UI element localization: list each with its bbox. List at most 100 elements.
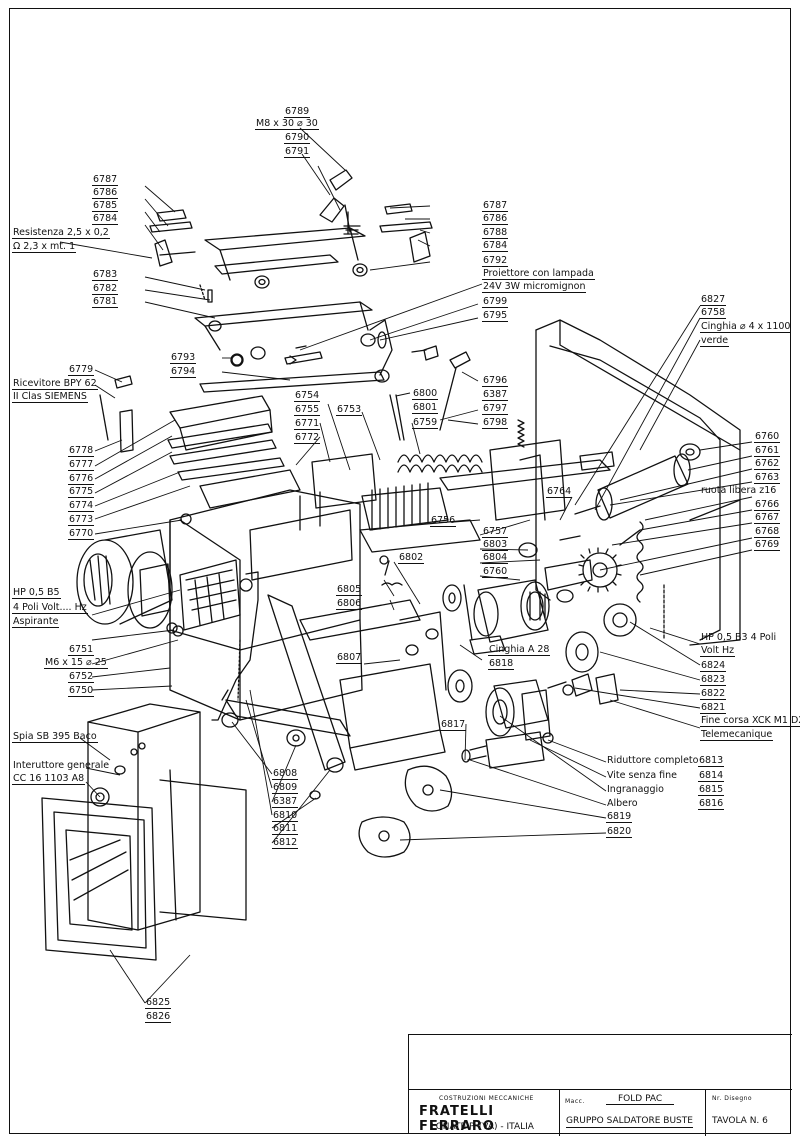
label-6778: 6778 [68, 445, 95, 457]
group-name: GRUPPO SALDATORE BUSTE [566, 1116, 693, 1128]
label-6776: 6776 [68, 473, 95, 485]
label-6813: 6813 [698, 755, 725, 767]
label-6784-right: 6784 [482, 240, 509, 252]
label-6794: 6794 [170, 366, 197, 378]
label-6815: 6815 [698, 784, 725, 796]
electrical-box-6825 [41, 703, 247, 961]
cam-levers-6808 [211, 571, 351, 800]
label-6785: 6785 [92, 200, 119, 212]
label-6762: 6762 [754, 458, 781, 470]
label-6800: 6800 [412, 388, 439, 400]
label-6805: 6805 [336, 584, 363, 596]
guides-6773-6778 [99, 375, 285, 481]
label-6787-right: 6787 [482, 200, 509, 212]
label-ingranaggio: Ingranaggio [607, 784, 664, 795]
label-6761: 6761 [754, 445, 781, 457]
label-6788: 6788 [482, 227, 509, 239]
table-number: TAVOLA N. 6 [712, 1116, 768, 1126]
label-6786-right: 6786 [482, 213, 509, 225]
label-6754: 6754 [294, 390, 321, 402]
label-6822: 6822 [700, 688, 727, 700]
label-aspirante: Aspirante [12, 616, 60, 628]
label-6757: 6757 [482, 526, 509, 538]
drawing-number-cell: Nr. Disegno TAVOLA N. 6 [705, 1090, 793, 1136]
label-m6x15: M6 x 15 ⌀ 25 [44, 657, 108, 669]
label-6781: 6781 [92, 296, 119, 308]
label-6795: 6795 [482, 310, 509, 322]
label-6796: 6796 [482, 375, 509, 387]
company-subtitle: COSTRUZIONI MECCANICHE [439, 1095, 534, 1102]
label-6387-bottom: 6387 [272, 796, 299, 808]
label-cinghia-4x1100: Cinghia ⌀ 4 x 1100 [700, 321, 792, 333]
label-6753: 6753 [336, 404, 363, 416]
label-6810: 6810 [272, 810, 299, 822]
company-cell: COSTRUZIONI MECCANICHE FRATELLI FERRARO … [409, 1090, 559, 1136]
label-6811: 6811 [272, 823, 299, 835]
label-6786-left: 6786 [92, 187, 119, 199]
label-6787-left: 6787 [92, 174, 119, 186]
label-6806: 6806 [336, 598, 363, 610]
label-6775: 6775 [68, 486, 95, 498]
label-6827: 6827 [700, 294, 727, 306]
label-proiettore: Proiettore con lampada [482, 268, 595, 280]
label-6790: 6790 [284, 132, 311, 144]
label-m8x30: M8 x 30 ⌀ 30 [255, 118, 319, 130]
label-6824: 6824 [700, 660, 727, 672]
label-6801: 6801 [412, 402, 439, 414]
label-6771: 6771 [294, 418, 321, 430]
machine-name: FOLD PAC [606, 1094, 675, 1105]
label-6808: 6808 [272, 768, 299, 780]
drawing-border [9, 8, 791, 1134]
label-6818: 6818 [488, 658, 515, 670]
label-hp05-b3: HP 0,5 B3 4 Poli [701, 632, 777, 643]
label-6825: 6825 [145, 997, 172, 1009]
label-6804: 6804 [482, 552, 509, 564]
label-6807: 6807 [336, 652, 363, 664]
label-6767: 6767 [754, 512, 781, 524]
label-6792: 6792 [482, 255, 509, 267]
label-6759: 6759 [412, 417, 439, 429]
label-cinghia-a28: Cinghia A 28 [488, 644, 551, 656]
label-resistenza: Resistenza 2,5 x 0,2 [12, 227, 110, 239]
label-6774: 6774 [68, 500, 95, 512]
label-6751: 6751 [68, 644, 95, 656]
label-6770: 6770 [68, 528, 95, 540]
company-location: LONATE P. (VA) - ITALIA [431, 1122, 534, 1132]
label-6772: 6772 [294, 432, 321, 444]
label-6777: 6777 [68, 459, 95, 471]
label-vite: Vite senza fine [607, 770, 678, 781]
frame-6781 [194, 301, 393, 376]
label-6826: 6826 [145, 1011, 172, 1023]
title-block-row: COSTRUZIONI MECCANICHE FRATELLI FERRARO … [409, 1089, 793, 1136]
label-6756: 6756 [430, 515, 457, 527]
sealing-comb [359, 482, 481, 553]
label-riduttore: Riduttore completo [607, 755, 699, 766]
label-interuttore: Interuttore generale [13, 760, 110, 771]
label-6814: 6814 [698, 770, 725, 782]
label-6752: 6752 [68, 671, 95, 683]
label-6763: 6763 [754, 472, 781, 484]
label-6791: 6791 [284, 146, 311, 158]
label-6764: 6764 [546, 486, 573, 498]
label-6802: 6802 [398, 552, 425, 564]
label-6803: 6803 [482, 539, 509, 551]
motor-b3-center [442, 579, 550, 655]
label-6387-top: 6387 [482, 389, 509, 401]
label-6784-left: 6784 [92, 213, 119, 225]
title-block: COSTRUZIONI MECCANICHE FRATELLI FERRARO … [408, 1034, 793, 1136]
label-albero: Albero [607, 798, 638, 809]
gearbox-6813 [447, 669, 567, 769]
spring-6759 [397, 419, 525, 473]
label-volt-hz: Volt Hz [700, 645, 736, 657]
label-hp05-b5: HP 0,5 B5 [12, 587, 61, 599]
label-ricevitore: Ricevitore BPY 62 [12, 378, 98, 390]
cams-6819-6820 [358, 765, 453, 858]
label-6750: 6750 [68, 685, 95, 697]
label-6768: 6768 [754, 526, 781, 538]
label-6823: 6823 [700, 674, 727, 686]
welding-bar-assembly [149, 169, 433, 301]
label-6809: 6809 [272, 782, 299, 794]
base-6807 [299, 555, 447, 771]
label-cc16: CC 16 1103 A8 [12, 773, 86, 785]
